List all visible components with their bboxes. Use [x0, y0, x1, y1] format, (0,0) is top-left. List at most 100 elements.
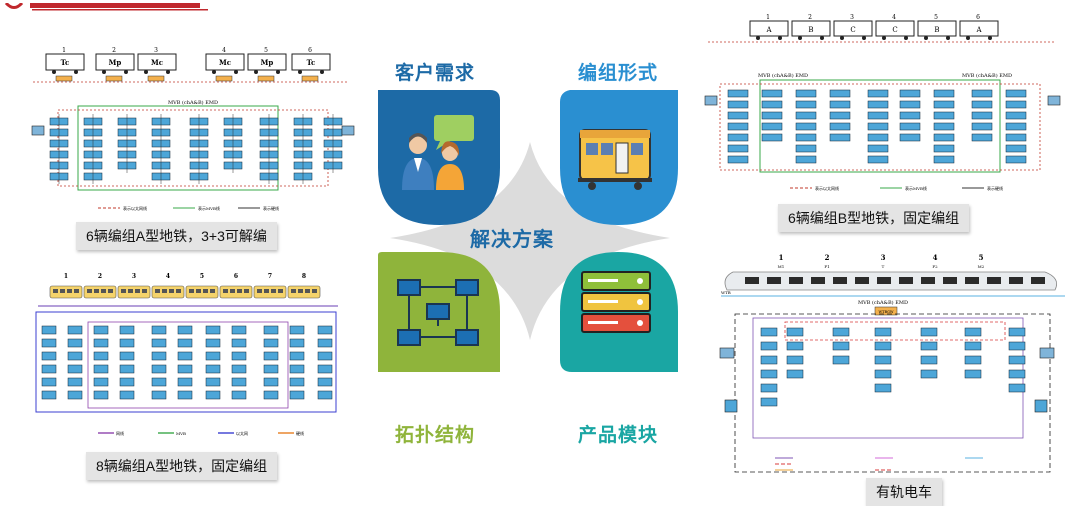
device-box: [317, 338, 333, 348]
device-box: [829, 89, 851, 98]
tram-window: [965, 277, 979, 284]
network-topology-icon: [397, 279, 479, 346]
wheel: [820, 36, 824, 40]
wheel: [212, 70, 216, 74]
wheel: [862, 36, 866, 40]
train-car-icon: [578, 129, 652, 190]
device-box: [41, 390, 57, 400]
label-solution: 解决方案: [470, 229, 554, 251]
car-subtype: M2: [978, 264, 985, 269]
wheel: [298, 70, 302, 74]
device-box: [119, 351, 135, 361]
wheel: [52, 70, 56, 74]
device-box: [760, 397, 778, 407]
device-box: [317, 325, 333, 335]
tram-window: [1031, 277, 1045, 284]
device-box: [177, 377, 193, 387]
device-box: [41, 377, 57, 387]
car-body: [791, 20, 831, 37]
device-box: [761, 89, 783, 98]
wheel: [74, 70, 78, 74]
device-box: [119, 338, 135, 348]
device-box: [317, 364, 333, 374]
device-box: [933, 122, 955, 131]
legend-label: 表示MVB线: [198, 205, 220, 211]
car-window: [278, 289, 283, 293]
car-body: [749, 20, 789, 37]
device-box: [899, 111, 921, 120]
customer-needs-tile: [378, 90, 500, 225]
car-window: [87, 289, 92, 293]
device-box: [263, 325, 279, 335]
device-box: [1005, 122, 1027, 131]
wheel: [234, 70, 238, 74]
device-box: [933, 100, 955, 109]
wheel: [102, 70, 106, 74]
device-box: [177, 364, 193, 374]
server-stack-icon: [581, 271, 651, 333]
device-box: [93, 338, 109, 348]
device-box: [964, 369, 982, 379]
device-box: [263, 364, 279, 374]
caption-8car-a-type: 8辆编组A型地铁，固定编组: [86, 452, 278, 480]
device-box: [1005, 133, 1027, 142]
device-box: [829, 133, 851, 142]
tram-window: [789, 277, 803, 284]
device-box: [727, 111, 749, 120]
legend-label: 表示硬线: [263, 205, 279, 211]
tram-window: [811, 277, 825, 284]
device-box: [964, 355, 982, 365]
caption-tram: 有轨电车: [866, 478, 942, 506]
gateway-box: [874, 306, 898, 316]
ethernet-loop: [784, 321, 1006, 341]
device-box: [205, 325, 221, 335]
device-box: [867, 144, 889, 153]
car-window: [264, 289, 269, 293]
car-window: [230, 289, 235, 293]
car-window: [169, 289, 174, 293]
hmi-screen: [1039, 347, 1055, 359]
device-box: [971, 122, 993, 131]
car-label: Tc: [307, 58, 316, 67]
device-box: [231, 390, 247, 400]
car-window: [121, 289, 126, 293]
device-box: [874, 369, 892, 379]
device-box: [899, 133, 921, 142]
device-box: [1008, 369, 1026, 379]
device-box: [920, 369, 938, 379]
device-box: [1008, 383, 1026, 393]
device-box: [920, 355, 938, 365]
device-box: [1005, 144, 1027, 153]
car-number: 1: [766, 14, 770, 21]
device-box: [874, 355, 892, 365]
device-box: [795, 111, 817, 120]
device-box: [1005, 89, 1027, 98]
device-box: [760, 327, 778, 337]
device-box: [964, 341, 982, 351]
car-number: 5: [200, 273, 204, 280]
car-window: [101, 289, 106, 293]
car-number: 1: [64, 273, 68, 280]
legend-label: 以太网: [236, 430, 248, 436]
car-number: 1: [779, 253, 784, 262]
tram-window: [943, 277, 957, 284]
device-box: [231, 351, 247, 361]
wheel: [276, 70, 280, 74]
car-window: [291, 289, 296, 293]
device-box: [1005, 100, 1027, 109]
hmi-screen: [1047, 95, 1061, 106]
tram-window: [1009, 277, 1023, 284]
car-subtype: F2: [932, 264, 938, 269]
device-box: [263, 338, 279, 348]
device-box: [832, 327, 850, 337]
wheel: [144, 70, 148, 74]
device-box: [289, 351, 305, 361]
device-box: [874, 327, 892, 337]
car-window: [142, 289, 147, 293]
car-window: [312, 289, 317, 293]
car-body: [833, 20, 873, 37]
device-box: [971, 100, 993, 109]
